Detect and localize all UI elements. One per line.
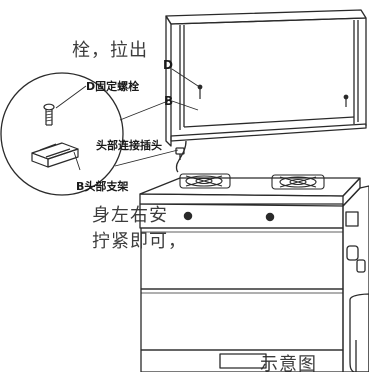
burner-right [271, 174, 325, 190]
label-letter-b: B [164, 94, 174, 108]
d-screw-icon [43, 103, 55, 126]
burner-left [179, 173, 231, 189]
d-bolt-left [197, 84, 203, 99]
range-hood-body [165, 9, 367, 147]
b-bracket-icon [31, 142, 79, 168]
gas-stove-cabinet [139, 177, 369, 372]
instruction-text-line-2: 身左右安 [92, 205, 168, 226]
label-b-head-bracket: B头部支架 [76, 180, 129, 193]
instruction-text-line-1: 栓，拉出 [72, 40, 148, 61]
instruction-text-line-3: 拧紧即可， [92, 231, 187, 252]
label-head-connector-plug: 头部连接插头 [96, 139, 162, 152]
detail-magnifier [0, 72, 179, 196]
label-d-fixing-bolt: D固定螺栓 [86, 80, 140, 93]
head-connector-cable [175, 140, 187, 173]
d-bolt-right [343, 94, 349, 107]
label-letter-d: D [163, 58, 173, 72]
instruction-text-line-4: 示意图 [260, 354, 317, 375]
